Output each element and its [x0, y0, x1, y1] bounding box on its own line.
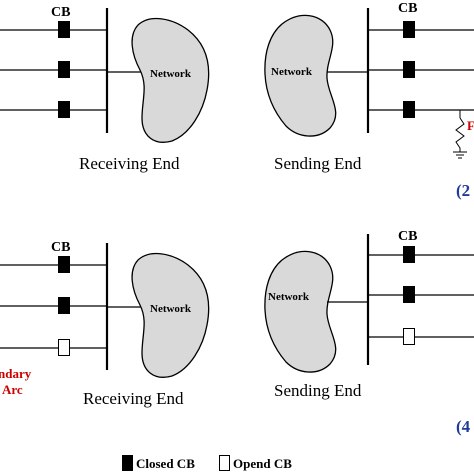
top-left-cb-label: CB [51, 5, 70, 20]
legend-open-cb-swatch [219, 455, 230, 471]
top-panel-number: (2 [456, 181, 470, 200]
bottom-right-network-blob [264, 250, 337, 373]
top-panel: CB Network Receiving End Network CB Send… [0, 1, 474, 200]
top-right-network-blob [264, 14, 337, 137]
top-left-network-label: Network [150, 68, 192, 80]
bottom-right-cb-open-3 [403, 328, 415, 345]
legend-open-cb-label: Opend CB [233, 456, 292, 471]
bottom-left-network-label: Network [150, 303, 192, 315]
fault-zigzag [455, 117, 465, 152]
top-sending-end-label: Sending End [274, 154, 362, 173]
top-right-cb-closed-2 [403, 61, 415, 78]
bottom-receiving-end-label: Receiving End [83, 389, 184, 408]
bottom-left-cb-open-3 [58, 339, 70, 356]
top-right-cb-closed-1 [403, 21, 415, 38]
legend-closed-cb-swatch [122, 455, 133, 471]
secondary-arc-label-line-2: Arc [2, 382, 23, 397]
top-left-cb-closed-1 [58, 21, 70, 38]
fault-label: F [467, 118, 474, 133]
top-right-cb-closed-3 [403, 101, 415, 118]
bottom-left-network-blob [131, 252, 210, 378]
bottom-right-cb-closed-2 [403, 286, 415, 303]
bottom-right-cb-label: CB [398, 229, 417, 244]
bottom-right-network-label: Network [268, 291, 310, 303]
bottom-right-cb-closed-1 [403, 246, 415, 263]
bottom-left-cb-closed-2 [58, 297, 70, 314]
top-right-network-label: Network [271, 66, 313, 78]
bottom-panel-number: (4 [456, 417, 471, 436]
top-right-cb-label: CB [398, 1, 417, 16]
top-left-cb-closed-3 [58, 101, 70, 118]
bottom-panel: CB Network Receiving End ndary Arc Netwo… [0, 229, 474, 436]
top-receiving-end-label: Receiving End [79, 154, 180, 173]
legend: Closed CB Opend CB [122, 455, 292, 471]
legend-closed-cb-label: Closed CB [136, 456, 195, 471]
top-left-cb-closed-2 [58, 61, 70, 78]
bottom-left-cb-closed-1 [58, 256, 70, 273]
bottom-sending-end-label: Sending End [274, 381, 362, 400]
bottom-left-cb-label: CB [51, 240, 70, 255]
top-left-network-blob [131, 17, 210, 143]
secondary-arc-label-line-1: ndary [0, 366, 32, 381]
